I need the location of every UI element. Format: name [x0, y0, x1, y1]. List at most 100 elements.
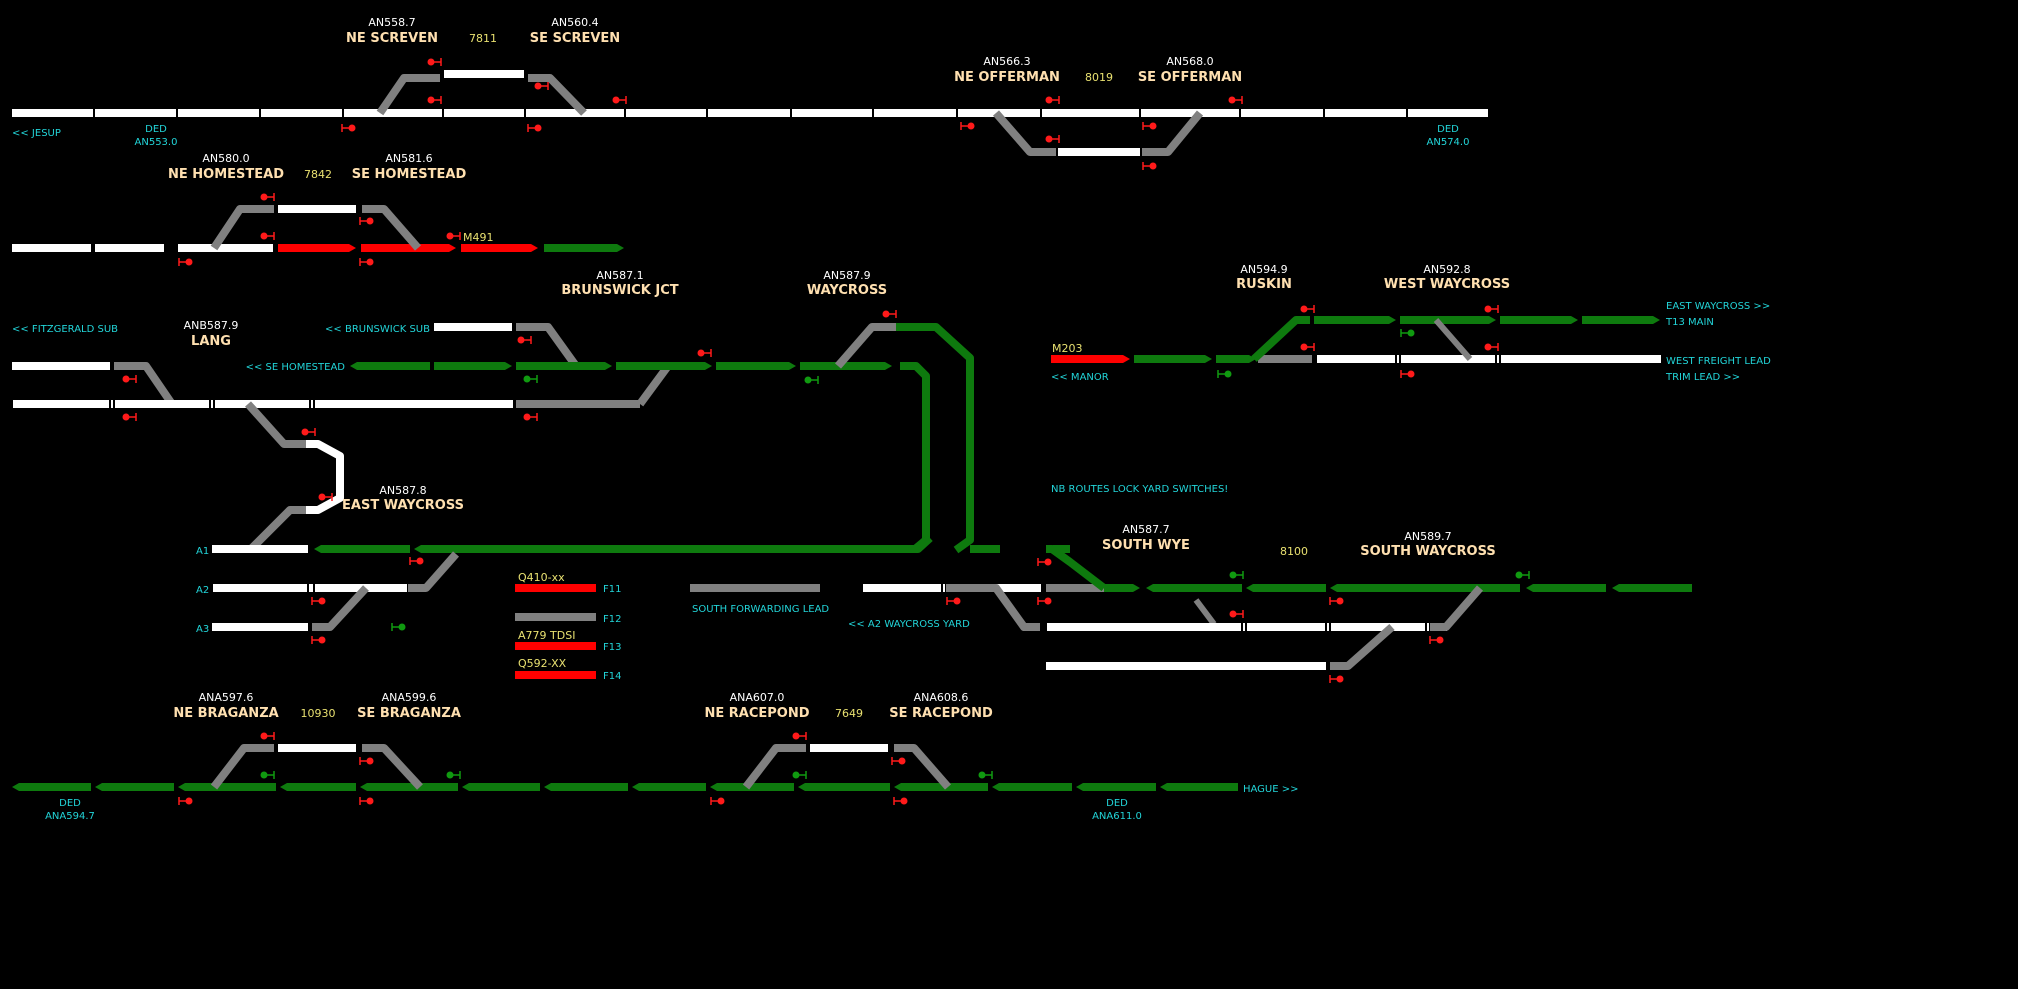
track-block[interactable] — [1325, 109, 1406, 117]
signal-icon[interactable] — [260, 771, 275, 779]
track-block[interactable] — [12, 362, 110, 370]
track-block[interactable] — [360, 783, 458, 791]
signal-icon[interactable] — [122, 413, 137, 421]
switch-track[interactable] — [1142, 110, 1204, 156]
switch-track[interactable] — [362, 205, 422, 251]
signal-icon[interactable] — [1429, 636, 1444, 644]
track-block[interactable] — [315, 400, 513, 408]
signal-icon[interactable] — [446, 232, 461, 240]
track-block[interactable] — [95, 783, 174, 791]
signal-icon[interactable] — [612, 96, 627, 104]
track-block[interactable] — [95, 244, 164, 252]
track-block[interactable] — [798, 783, 890, 791]
track-block[interactable] — [1400, 316, 1496, 324]
signal-icon[interactable] — [359, 258, 374, 266]
track-block[interactable] — [462, 783, 540, 791]
switch-track[interactable] — [306, 440, 344, 514]
signal-icon[interactable] — [710, 797, 725, 805]
track-block[interactable] — [12, 244, 91, 252]
track-block[interactable] — [1146, 584, 1242, 592]
signal-icon[interactable] — [1329, 597, 1344, 605]
track-block[interactable] — [515, 642, 596, 650]
signal-icon[interactable] — [534, 82, 549, 90]
signal-icon[interactable] — [178, 797, 193, 805]
signal-icon[interactable] — [1300, 305, 1315, 313]
track-block[interactable] — [434, 323, 512, 331]
signal-icon[interactable] — [1400, 370, 1415, 378]
track-block[interactable] — [1047, 623, 1241, 631]
track-block[interactable] — [1427, 623, 1429, 631]
switch-track[interactable] — [362, 744, 423, 790]
signal-icon[interactable] — [891, 757, 906, 765]
track-block[interactable] — [1134, 355, 1212, 363]
switch-track[interactable] — [536, 323, 580, 369]
track-block[interactable] — [1330, 584, 1520, 592]
track-block[interactable] — [13, 400, 109, 408]
signal-icon[interactable] — [260, 732, 275, 740]
track-block[interactable] — [1314, 316, 1396, 324]
track-block[interactable] — [526, 109, 624, 117]
signal-icon[interactable] — [1045, 135, 1060, 143]
track-block[interactable] — [12, 783, 91, 791]
track-block[interactable] — [95, 109, 176, 117]
track-block[interactable] — [716, 362, 796, 370]
track-block[interactable] — [1216, 355, 1256, 363]
signal-icon[interactable] — [1484, 305, 1499, 313]
track-block[interactable] — [792, 109, 872, 117]
track-block[interactable] — [215, 400, 309, 408]
signal-icon[interactable] — [359, 217, 374, 225]
switch-track[interactable] — [834, 323, 896, 369]
track-block[interactable] — [810, 744, 888, 752]
track-block[interactable] — [1497, 355, 1499, 363]
switch-track[interactable] — [1433, 318, 1473, 361]
train-tag-a779[interactable]: A779 TDSI — [518, 629, 575, 642]
track-block[interactable] — [516, 400, 640, 408]
track-block[interactable] — [178, 109, 259, 117]
signal-icon[interactable] — [946, 597, 961, 605]
track-block[interactable] — [690, 584, 820, 592]
signal-icon[interactable] — [260, 193, 275, 201]
track-block[interactable] — [710, 783, 794, 791]
track-block[interactable] — [616, 362, 712, 370]
track-block[interactable] — [213, 584, 307, 592]
train-tag-q410[interactable]: Q410-xx — [518, 571, 565, 584]
signal-icon[interactable] — [1229, 571, 1244, 579]
signal-icon[interactable] — [1228, 96, 1243, 104]
track-block[interactable] — [1241, 109, 1323, 117]
switch-track[interactable] — [376, 74, 440, 116]
signal-icon[interactable] — [792, 732, 807, 740]
track-block[interactable] — [211, 400, 213, 408]
track-block[interactable] — [434, 362, 512, 370]
signal-icon[interactable] — [1400, 329, 1415, 337]
track-block[interactable] — [178, 244, 273, 252]
track-block[interactable] — [1410, 109, 1488, 117]
switch-track[interactable] — [992, 110, 1056, 156]
track-block[interactable] — [1243, 623, 1245, 631]
track-block[interactable] — [261, 109, 342, 117]
track-block[interactable] — [1258, 355, 1312, 363]
signal-icon[interactable] — [1329, 675, 1344, 683]
signal-icon[interactable] — [341, 124, 356, 132]
track-block[interactable] — [1401, 355, 1495, 363]
signal-icon[interactable] — [301, 428, 316, 436]
track-block[interactable] — [414, 545, 512, 553]
track-block[interactable] — [1046, 545, 1070, 553]
track-block[interactable] — [1076, 783, 1156, 791]
signal-icon[interactable] — [359, 757, 374, 765]
signal-icon[interactable] — [527, 124, 542, 132]
switch-track[interactable] — [134, 362, 176, 407]
switch-track[interactable] — [245, 401, 306, 448]
track-block[interactable] — [1397, 355, 1399, 363]
switch-track[interactable] — [249, 506, 306, 551]
track-block[interactable] — [1331, 623, 1425, 631]
track-block[interactable] — [1247, 623, 1325, 631]
switch-track[interactable] — [742, 744, 806, 790]
signal-icon[interactable] — [409, 557, 424, 565]
track-block[interactable] — [12, 109, 93, 117]
train-tag-q592[interactable]: Q592-XX — [518, 657, 567, 670]
signal-icon[interactable] — [359, 797, 374, 805]
track-block[interactable] — [309, 584, 313, 592]
signal-icon[interactable] — [446, 771, 461, 779]
switch-track[interactable] — [636, 363, 672, 407]
track-block[interactable] — [350, 362, 430, 370]
